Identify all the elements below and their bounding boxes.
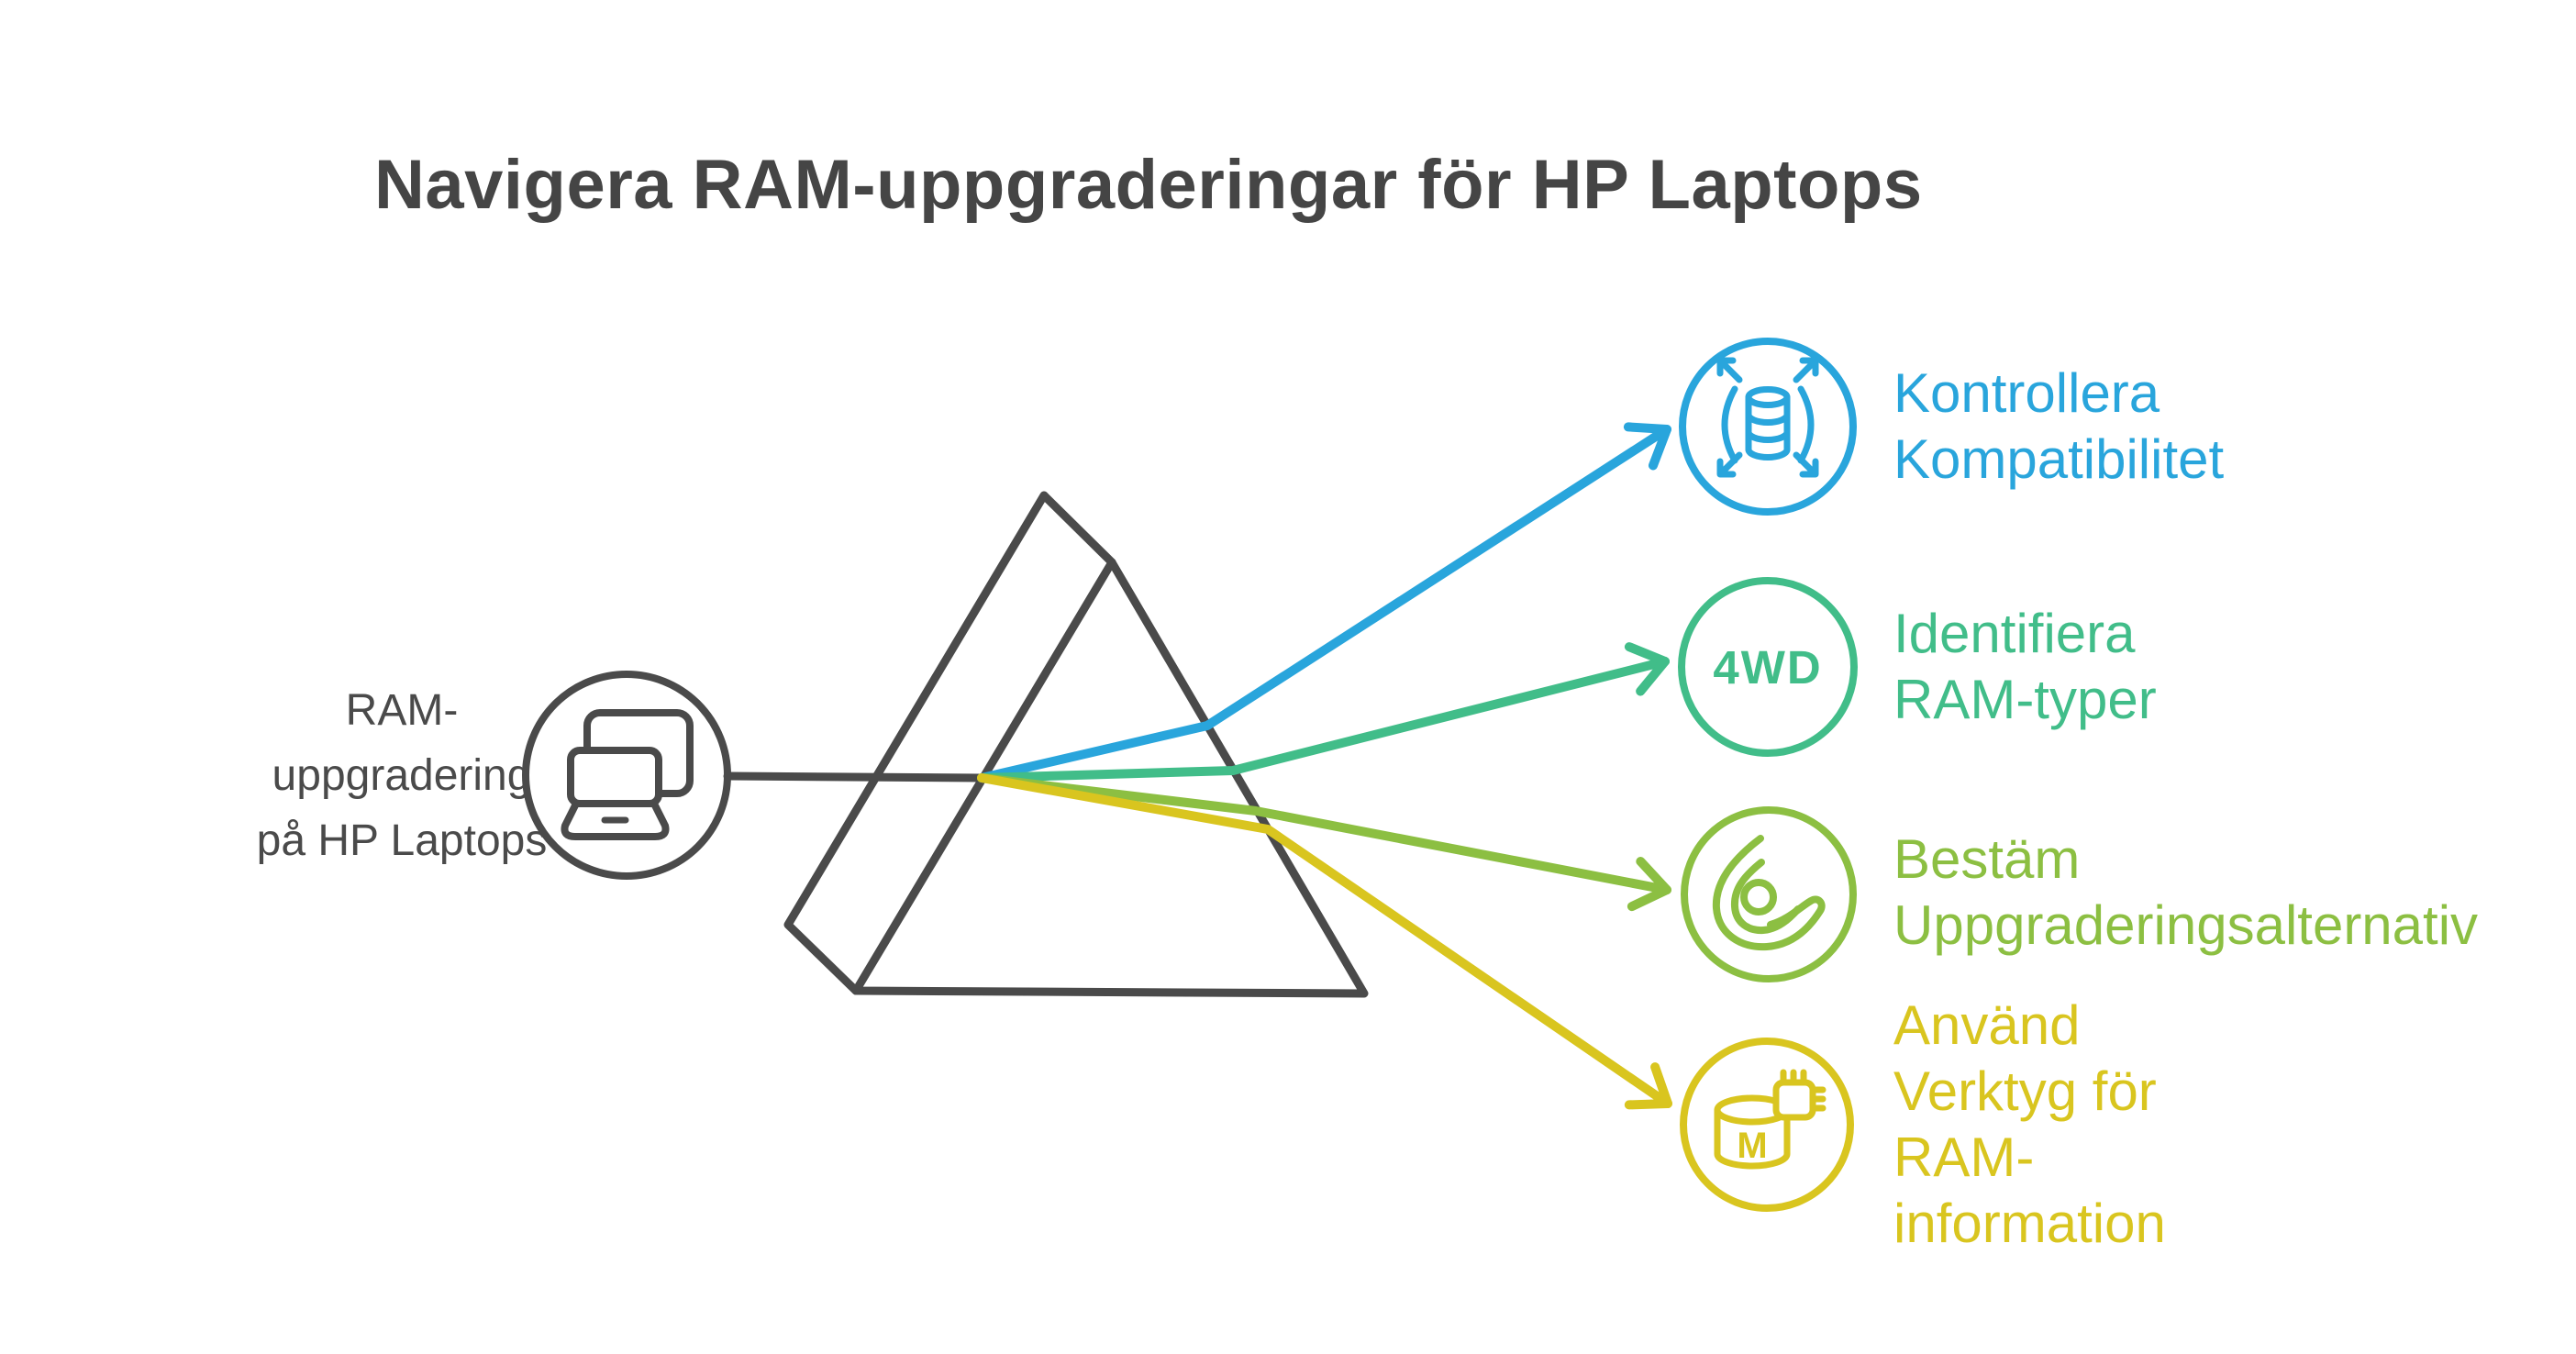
arrow-nw — [1716, 357, 1743, 383]
step-label-identifiera: Identifiera RAM-typer — [1893, 601, 2157, 733]
ray-olive — [977, 773, 1671, 912]
label-line: uppgradering — [272, 751, 532, 800]
incident-ray — [723, 771, 986, 782]
paren-right — [1797, 385, 1815, 464]
ray-blue — [977, 422, 1671, 782]
label-line: Identifiera — [1893, 603, 2136, 664]
step-node-anvand: M — [1680, 1038, 1854, 1212]
arrow-ne — [1793, 357, 1819, 383]
step-circle-yellow — [1680, 1038, 1854, 1212]
label-line: Använd — [1893, 994, 2081, 1056]
label-line: på HP Laptops — [256, 816, 548, 865]
laptop-sync-icon — [561, 709, 694, 840]
memory-m-letter: M — [1737, 1126, 1767, 1166]
4wd-badge-icon: 4WD — [1713, 641, 1822, 694]
label-line: RAM-typer — [1893, 669, 2157, 730]
dispersed-rays — [977, 422, 1672, 1110]
prism-outline — [783, 491, 1369, 998]
label-line: Uppgraderingsalternativ — [1893, 894, 2479, 956]
label-line: Kontrollera — [1893, 362, 2160, 424]
source-node — [522, 671, 731, 880]
arrow-se — [1793, 451, 1819, 478]
label-line: Verktyg för — [1893, 1060, 2157, 1122]
prism-shape — [783, 491, 1369, 998]
hand-holding-ball-icon — [1712, 835, 1826, 951]
database-expand-arrows-icon — [1716, 357, 1819, 478]
step-label-anvand: Använd Verktyg för RAM- information — [1893, 993, 2166, 1257]
label-line: RAM- — [345, 686, 459, 735]
step-circle-blue — [1679, 338, 1857, 516]
step-circle-olive — [1681, 806, 1857, 982]
step-label-bestam: Bestäm Uppgraderingsalternativ — [1893, 827, 2478, 959]
label-line: Kompatibilitet — [1893, 428, 2225, 490]
label-line: information — [1893, 1193, 2166, 1254]
step-node-kontrollera — [1679, 338, 1857, 516]
memory-database-chip-icon: M — [1714, 1069, 1827, 1170]
label-line: RAM- — [1893, 1126, 2035, 1188]
page-title: Navigera RAM-uppgraderingar för HP Lapto… — [374, 146, 1923, 224]
ray-yellow — [977, 773, 1672, 1110]
step-node-bestam — [1681, 806, 1857, 982]
step-circle-green — [1678, 577, 1858, 757]
arrow-sw — [1716, 451, 1743, 478]
step-label-kontrollera: Kontrollera Kompatibilitet — [1893, 361, 2224, 493]
step-node-identifiera: 4WD — [1678, 577, 1858, 757]
paren-left — [1721, 385, 1738, 464]
source-circle — [522, 671, 731, 880]
label-line: Bestäm — [1893, 828, 2081, 890]
ray-green — [977, 642, 1670, 782]
source-label: RAM- uppgradering på HP Laptops — [218, 678, 585, 873]
